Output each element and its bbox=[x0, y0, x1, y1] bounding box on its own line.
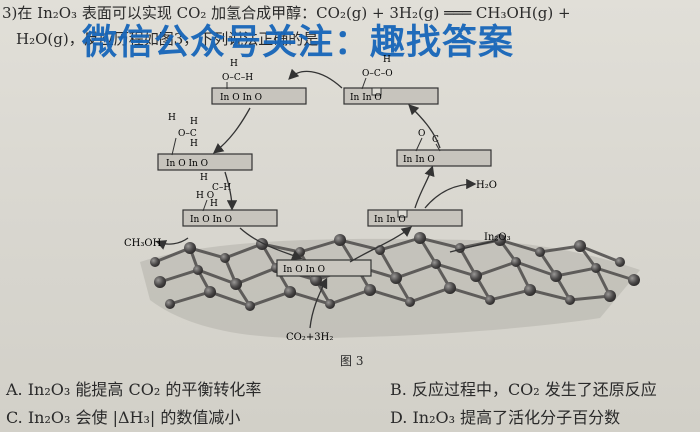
svg-text:H: H bbox=[210, 199, 218, 209]
surface-slab-6: In In O bbox=[367, 209, 463, 227]
label-in2o3: In₂O₃ bbox=[484, 232, 511, 243]
question-line-1: 3)在 In₂O₃ 表面可以实现 CO₂ 加氢合成甲醇：CO₂(g) + 3H₂… bbox=[2, 4, 571, 22]
reaction-cycle-arrows bbox=[155, 68, 499, 329]
option-d-letter: D. bbox=[390, 408, 408, 427]
surface-slab-1: In O In O H O–C–H bbox=[211, 59, 307, 105]
svg-text:O: O bbox=[418, 129, 425, 139]
svg-text:O–C–H: O–C–H bbox=[222, 73, 253, 83]
figure-caption: 图 3 bbox=[340, 354, 364, 368]
svg-text:In In O: In In O bbox=[403, 155, 435, 165]
svg-text:O–C: O–C bbox=[178, 129, 197, 139]
option-c-text: In₂O₃ 会使 |ΔH₃| 的数值减小 bbox=[27, 408, 241, 427]
svg-text:In O In O: In O In O bbox=[220, 93, 262, 103]
option-d[interactable]: D. In₂O₃ 提高了活化分子百分数 bbox=[390, 404, 620, 428]
surface-slab-3: In O In O H H O–C H bbox=[157, 113, 253, 171]
label-reactants: CO₂+3H₂ bbox=[286, 332, 333, 343]
svg-text:H: H bbox=[230, 59, 238, 69]
option-d-text: In₂O₃ 提高了活化分子百分数 bbox=[412, 408, 621, 427]
svg-text:H: H bbox=[190, 117, 198, 127]
svg-text:H O: H O bbox=[196, 191, 214, 201]
central-surface-slab: In O In O bbox=[276, 259, 372, 277]
option-a[interactable]: A. In₂O₃ 能提高 CO₂ 的平衡转化率 bbox=[6, 376, 261, 400]
option-a-text: In₂O₃ 能提高 CO₂ 的平衡转化率 bbox=[27, 380, 262, 399]
svg-text:H: H bbox=[383, 55, 391, 65]
option-a-letter: A. bbox=[6, 380, 23, 399]
option-b[interactable]: B. 反应过程中，CO₂ 发生了还原反应 bbox=[390, 376, 657, 400]
label-h2o: H₂O bbox=[476, 180, 497, 191]
in2o3-lattice bbox=[140, 232, 640, 339]
svg-text:H: H bbox=[190, 139, 198, 149]
watermark-text: 微信公众号关注：趣找答案 bbox=[82, 23, 515, 63]
svg-text:In In O: In In O bbox=[350, 93, 382, 103]
svg-text:C–H: C–H bbox=[212, 183, 231, 193]
svg-text:O–C–O: O–C–O bbox=[362, 69, 393, 79]
label-ch3oh: CH₃OH bbox=[124, 238, 162, 249]
option-b-letter: B. bbox=[390, 380, 407, 399]
svg-text:C: C bbox=[432, 135, 439, 145]
surface-slab-2: In In O H O–C–O bbox=[343, 55, 439, 105]
svg-text:H: H bbox=[168, 113, 176, 123]
option-b-text: 反应过程中，CO₂ 发生了还原反应 bbox=[411, 380, 657, 399]
svg-text:In In O: In In O bbox=[374, 215, 406, 225]
svg-text:H: H bbox=[200, 173, 208, 183]
option-c-letter: C. bbox=[6, 408, 23, 427]
question-line-2: H₂O(g)，反应历程如图3，下列说法正确的是 bbox=[16, 30, 319, 48]
surface-slab-5: In O In O H C–H H O H bbox=[182, 173, 278, 227]
svg-text:In O In O: In O In O bbox=[166, 159, 208, 169]
option-c[interactable]: C. In₂O₃ 会使 |ΔH₃| 的数值减小 bbox=[6, 404, 240, 428]
svg-text:In O In O: In O In O bbox=[190, 215, 232, 225]
surface-slab-4: In In O O C bbox=[396, 129, 492, 167]
svg-text:In O In O: In O In O bbox=[283, 265, 325, 275]
